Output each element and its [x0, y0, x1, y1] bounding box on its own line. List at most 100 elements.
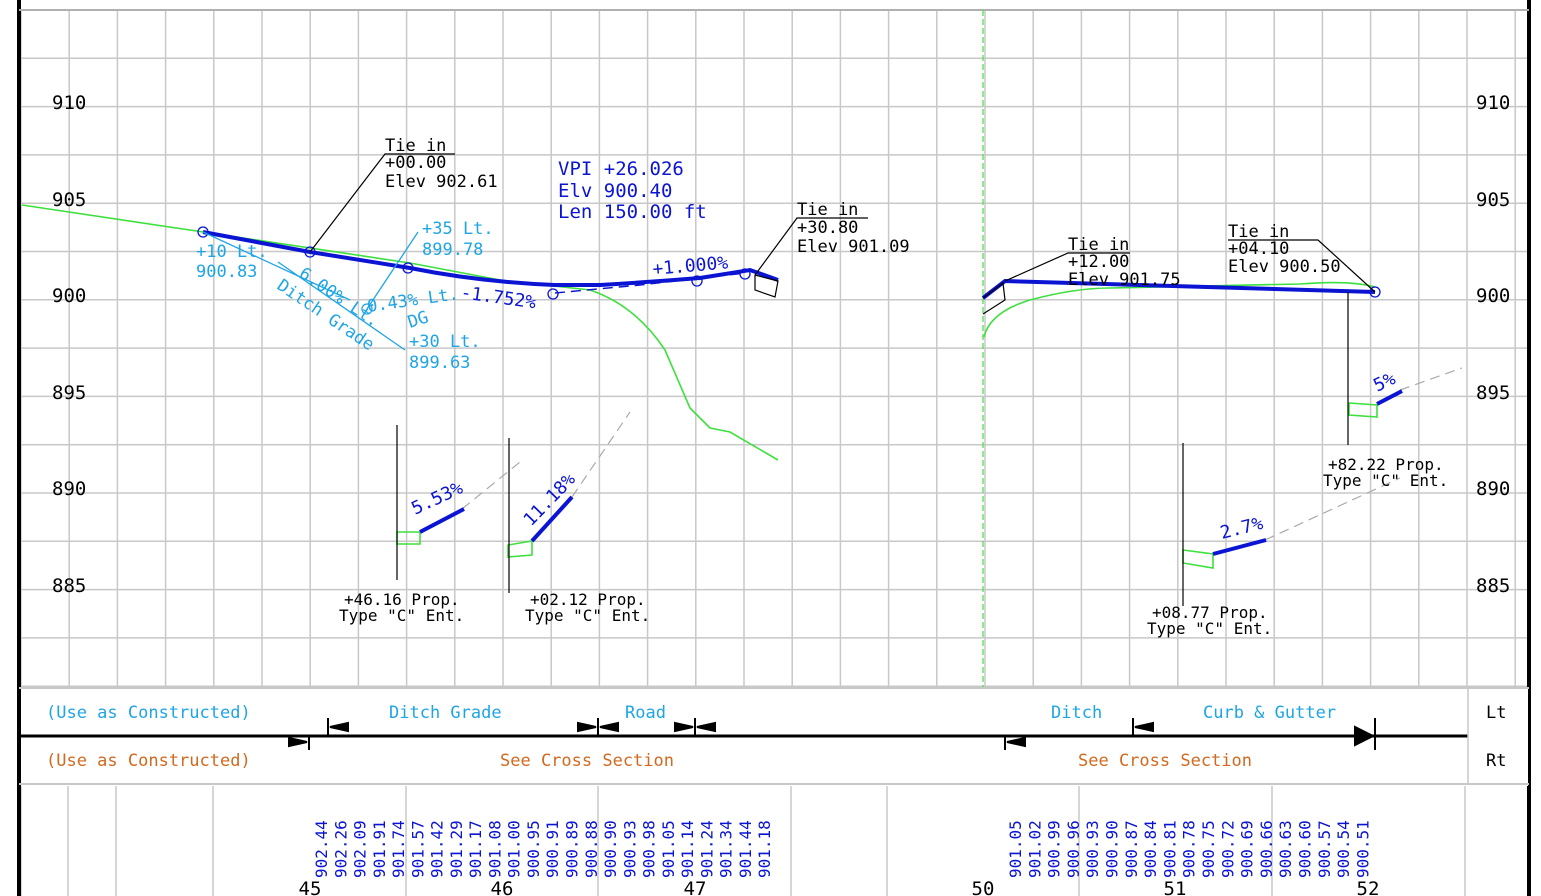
elevation-value: 902.26: [331, 820, 350, 878]
elevation-value: 901.08: [485, 820, 504, 878]
entrance-existing: [571, 411, 631, 498]
x-axis: 45 46 47 50 51 52: [299, 878, 1380, 896]
tie-in-underlines: [385, 153, 1290, 254]
elevation-value: 900.54: [1334, 820, 1353, 878]
proposed-grade-left: [202, 230, 779, 287]
ditch-leader: [202, 231, 351, 301]
grade-point-marker: [402, 262, 414, 274]
elevation-value: 901.74: [389, 820, 408, 878]
elevation-value: 901.91: [370, 820, 389, 878]
elevation-value: 901.29: [447, 820, 466, 878]
entrance-labels: +46.16 Prop. Type "C" Ent. +02.12 Prop. …: [339, 455, 1448, 638]
elevation-value: 900.87: [1122, 820, 1141, 878]
tie-in-labels: Tie in +00.00 Elev 902.61 Tie in +30.80 …: [385, 136, 1341, 290]
x-tick-label: 47: [684, 878, 707, 896]
ditch-labels: +10 Lt. 900.83 +35 Lt. 899.78 DG +30 Lt.…: [196, 219, 494, 373]
elevation-value: 900.84: [1141, 820, 1160, 878]
entrance-profile: [1182, 549, 1214, 569]
entrance-station: +82.22 Prop.: [1328, 455, 1444, 474]
elevation-value: 901.14: [678, 820, 697, 878]
entrance-type: Type "C" Ent.: [339, 606, 464, 625]
elevation-value: 901.00: [505, 820, 524, 878]
tie-in-elevation: Elev 901.09: [797, 237, 910, 257]
tie-in-box: [754, 274, 779, 298]
entrance-existing: [1399, 367, 1463, 391]
ditch-elevation-label: 899.63: [409, 353, 470, 373]
entrance-type: Type "C" Ent.: [1323, 471, 1448, 490]
elevation-value: 901.17: [466, 820, 485, 878]
elevation-value: 901.02: [1025, 820, 1044, 878]
tie-in-title: Tie in: [1228, 222, 1289, 242]
tie-in-elevation: Elev 902.61: [385, 172, 498, 192]
tie-in-elevation: Elev 901.75: [1068, 270, 1181, 290]
elevation-value: 900.51: [1353, 820, 1372, 878]
band-lt-label: Lt: [1486, 703, 1506, 723]
y-tick-label: 900: [52, 285, 86, 307]
entrance-type: Type "C" Ent.: [525, 606, 650, 625]
x-tick-label: 50: [972, 878, 995, 896]
ditch-leader: [366, 231, 419, 310]
elevation-value: 901.57: [408, 820, 427, 878]
x-tick-label: 45: [299, 878, 322, 896]
elevation-value: 901.24: [697, 820, 716, 878]
elevation-value: 900.93: [620, 820, 639, 878]
grade-point-marker: [197, 226, 209, 238]
elevation-value: 902.09: [351, 820, 370, 878]
vpi-length: Len 150.00 ft: [558, 201, 707, 223]
tie-in-title: Tie in: [797, 200, 858, 220]
elevation-value: 901.42: [428, 820, 447, 878]
elevation-value: 901.05: [1006, 820, 1025, 878]
elevation-value: 900.72: [1218, 820, 1237, 878]
elevation-value: 900.78: [1180, 820, 1199, 878]
grade-point-marker: [547, 288, 559, 300]
elevation-value: 900.66: [1257, 820, 1276, 878]
entrance-station: +46.16 Prop.: [344, 590, 460, 609]
elevation-value: 900.81: [1160, 820, 1179, 878]
entrance-existing: [461, 461, 521, 510]
band-lt-text: (Use as Constructed): [46, 703, 251, 723]
entrance-grade: [530, 495, 574, 543]
existing-ground-left: [21, 204, 779, 461]
entrance-profile: [1348, 402, 1378, 418]
elevation-value: 900.90: [1103, 820, 1122, 878]
vpi-label: VPI +26.026 Elv 900.40 Len 150.00 ft: [558, 158, 707, 223]
band-lt-text: Ditch Grade: [389, 703, 502, 723]
elevation-value: 901.18: [755, 820, 774, 878]
elevation-value: 900.57: [1315, 820, 1334, 878]
elevation-value: 900.89: [563, 820, 582, 878]
elevation-value: 900.91: [543, 820, 562, 878]
elevation-value: 900.95: [524, 820, 543, 878]
ditch-elevation-label: 899.78: [422, 240, 483, 260]
band-lt-text: Road: [625, 703, 666, 723]
y-tick-label: 885: [52, 575, 86, 597]
y-tick-label: 900: [1476, 285, 1510, 307]
entrance-grade: [419, 507, 465, 534]
band-rt-text: (Use as Constructed): [46, 751, 251, 771]
tie-in-title: Tie in: [1068, 235, 1129, 255]
tie-in-station: +12.00: [1068, 252, 1129, 272]
tie-in-box: [982, 281, 1006, 315]
elevation-value: 900.63: [1276, 820, 1295, 878]
tie-in-station: +04.10: [1228, 239, 1289, 259]
tie-in-elevation: Elev 900.50: [1228, 257, 1341, 277]
elevation-value: 900.60: [1296, 820, 1315, 878]
ditch-annotations: [202, 231, 419, 351]
sheet-frame: [17, 0, 1531, 896]
elevation-value: 900.75: [1199, 820, 1218, 878]
dashed-grade: [554, 272, 746, 294]
y-tick-label: 905: [1476, 189, 1510, 211]
vpi-station: VPI +26.026: [558, 158, 684, 180]
grade-point-marker: [1369, 286, 1381, 298]
tie-in-station: +30.80: [797, 218, 858, 238]
elevation-value: 900.98: [640, 820, 659, 878]
elevation-value: 900.90: [601, 820, 620, 878]
y-tick-label: 890: [1476, 478, 1510, 500]
band-rt-text: See Cross Section: [1078, 751, 1252, 771]
grade-point-marker: [691, 275, 703, 287]
y-tick-label: 895: [1476, 382, 1510, 404]
elevation-value: 902.44: [312, 820, 331, 878]
grid: [19, 9, 1529, 896]
tie-in-station: +00.00: [385, 153, 446, 173]
